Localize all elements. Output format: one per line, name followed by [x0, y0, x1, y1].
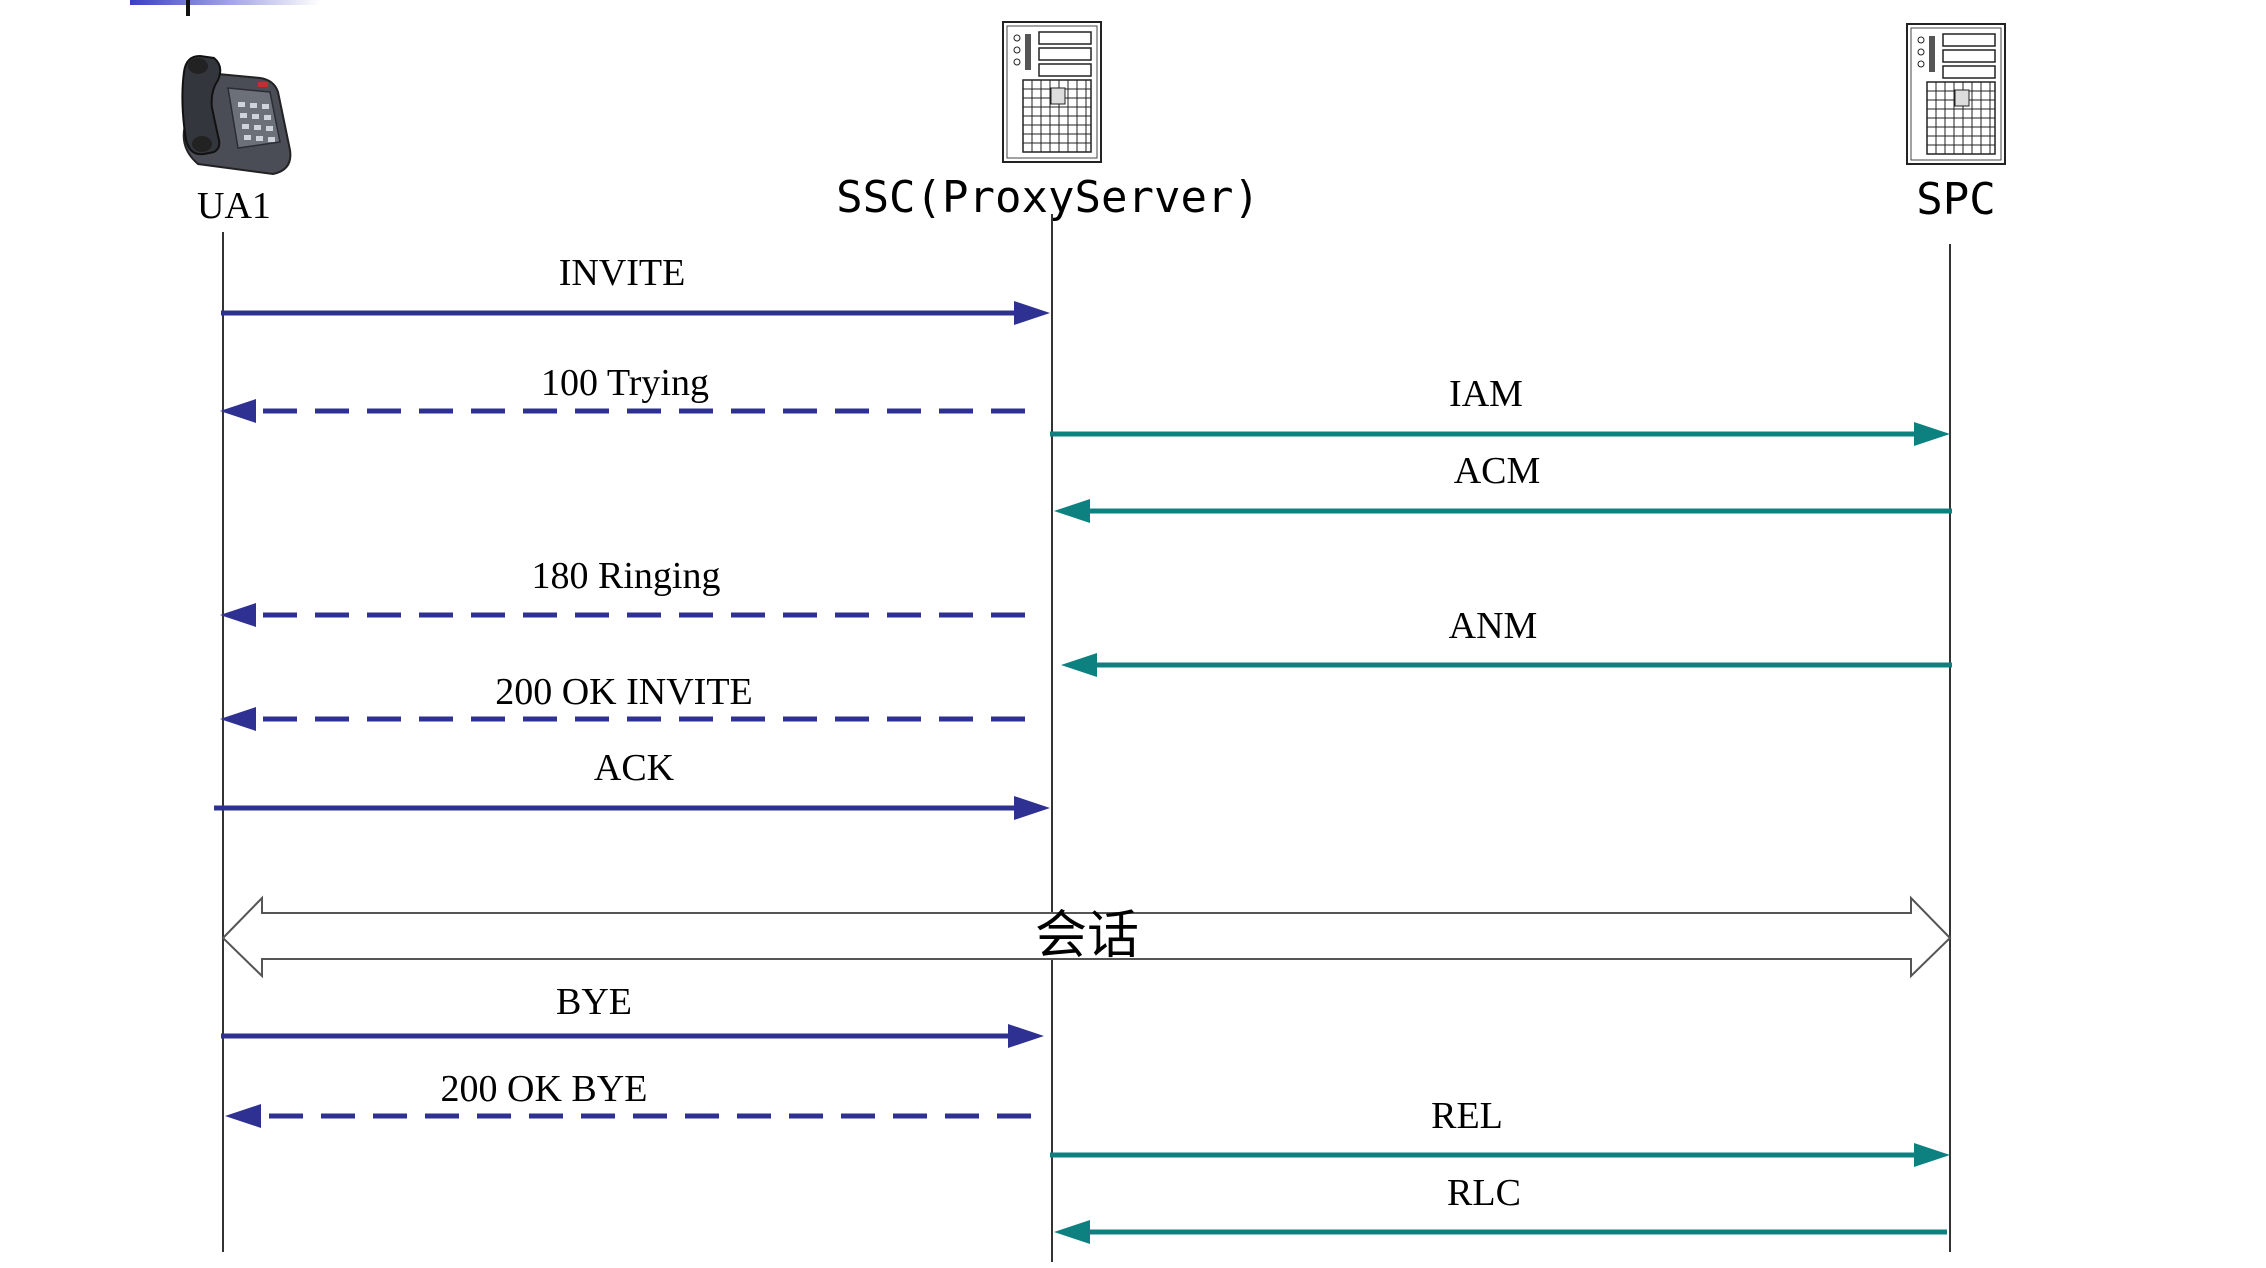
message-rel: REL — [1050, 1095, 1950, 1167]
arrowhead-icon — [1054, 1220, 1090, 1244]
arrowhead-icon — [1008, 1024, 1044, 1048]
arrowhead-icon — [220, 399, 256, 423]
message-iam: IAM — [1050, 373, 1950, 446]
actor-label-spc: SPC — [1916, 174, 1995, 225]
message-ok-invite: 200 OK INVITE — [220, 671, 1025, 731]
actor-label-ua1: UA1 — [197, 185, 271, 227]
header-accent-bar — [130, 0, 320, 16]
message-anm: ANM — [1061, 605, 1952, 677]
message-label: 200 OK BYE — [441, 1068, 648, 1110]
server-icon — [1906, 23, 2006, 165]
message-label: 100 Trying — [541, 362, 709, 404]
arrowhead-icon — [1061, 653, 1097, 677]
arrowhead-icon — [1914, 422, 1950, 446]
message-ack: ACK — [214, 747, 1050, 820]
message-label: INVITE — [559, 252, 686, 294]
arrowhead-icon — [220, 603, 256, 627]
session-arrow: 会话 — [221, 895, 1952, 979]
arrowhead-icon — [1914, 1143, 1950, 1167]
message-label: RLC — [1447, 1172, 1521, 1214]
arrowhead-icon — [1054, 499, 1090, 523]
message-label: BYE — [556, 981, 632, 1023]
actor-label-ssc: SSC(ProxyServer) — [836, 172, 1260, 223]
message-ok-bye: 200 OK BYE — [225, 1068, 1031, 1128]
message-ringing: 180 Ringing — [220, 555, 1025, 627]
session-label: 会话 — [1035, 906, 1139, 966]
message-acm: ACM — [1054, 450, 1952, 523]
server-icon — [1002, 21, 1102, 163]
message-label: REL — [1431, 1095, 1503, 1137]
message-bye: BYE — [221, 981, 1044, 1048]
message-trying: 100 Trying — [220, 362, 1025, 423]
message-label: 180 Ringing — [532, 555, 721, 597]
message-label: 200 OK INVITE — [495, 671, 753, 713]
arrowhead-icon — [1014, 301, 1050, 325]
arrowhead-icon — [220, 707, 256, 731]
arrowhead-icon — [1014, 796, 1050, 820]
message-label: ACK — [594, 747, 675, 789]
message-label: ACM — [1454, 450, 1541, 492]
arrowhead-icon — [225, 1104, 261, 1128]
message-invite: INVITE — [221, 252, 1050, 325]
message-rlc: RLC — [1054, 1172, 1947, 1244]
telephone-icon — [181, 54, 292, 176]
message-label: IAM — [1449, 373, 1523, 415]
message-label: ANM — [1449, 605, 1538, 647]
